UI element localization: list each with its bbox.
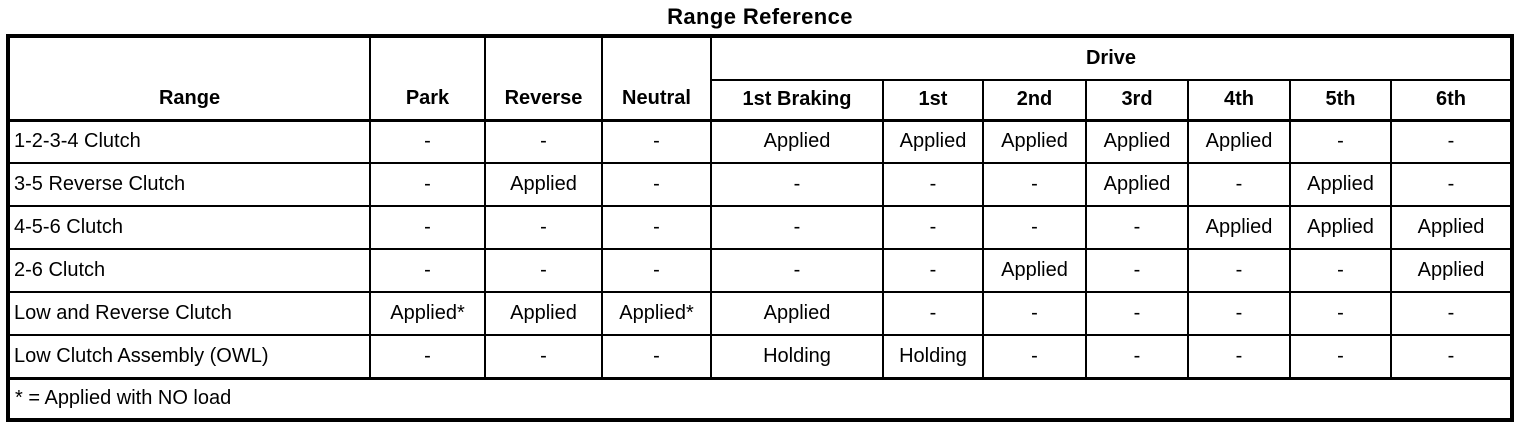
row-label: 2-6 Clutch	[7, 248, 371, 293]
table-cell: Applied	[982, 119, 1087, 164]
table-cell: -	[882, 291, 984, 336]
table-cell: Applied	[1289, 162, 1392, 207]
table-cell: -	[484, 334, 603, 379]
table-cell: Applied	[1390, 248, 1513, 293]
table-row: Low and Reverse Clutch Applied* Applied …	[7, 291, 1513, 336]
table-cell: -	[982, 162, 1087, 207]
table-cell: -	[601, 205, 712, 250]
table-cell: Applied*	[369, 291, 486, 336]
table-cell: Applied	[882, 119, 984, 164]
table-cell: Applied	[1187, 205, 1291, 250]
table-row: 4-5-6 Clutch - - - - - - - Applied Appli…	[7, 205, 1513, 250]
table-cell: Applied	[1390, 205, 1513, 250]
table-cell: -	[601, 248, 712, 293]
table-cell: -	[369, 162, 486, 207]
table-cell: -	[601, 119, 712, 164]
table-cell: -	[1187, 291, 1291, 336]
table-cell: -	[484, 119, 603, 164]
table-cell: -	[369, 205, 486, 250]
col-header-4th: 4th	[1187, 79, 1291, 122]
header-group-row: Range Park Reverse Neutral Drive	[7, 35, 1513, 122]
col-header-reverse: Reverse	[484, 35, 603, 122]
table-cell: Applied	[1085, 162, 1189, 207]
table-cell: Holding	[882, 334, 984, 379]
table-cell: -	[1187, 334, 1291, 379]
table-cell: -	[1085, 291, 1189, 336]
table-cell: -	[1085, 248, 1189, 293]
table-cell: -	[882, 205, 984, 250]
footnote: * = Applied with NO load	[7, 376, 1513, 421]
table-cell: -	[710, 162, 884, 207]
table-cell: -	[1390, 334, 1513, 379]
table-cell: -	[601, 334, 712, 379]
row-label: 4-5-6 Clutch	[7, 205, 371, 250]
table-cell: -	[1085, 334, 1189, 379]
table-cell: -	[369, 334, 486, 379]
table-cell: -	[1289, 291, 1392, 336]
table-cell: -	[369, 119, 486, 164]
table-row: Low Clutch Assembly (OWL) - - - Holding …	[7, 334, 1513, 379]
row-label: Low and Reverse Clutch	[7, 291, 371, 336]
row-label: 3-5 Reverse Clutch	[7, 162, 371, 207]
col-header-1st-braking: 1st Braking	[710, 79, 884, 122]
header-sub-row: 1st Braking 1st 2nd 3rd 4th 5th 6th	[8, 79, 1513, 122]
table-cell: -	[1390, 291, 1513, 336]
table-cell: -	[982, 291, 1087, 336]
table-cell: -	[1289, 334, 1392, 379]
table-cell: -	[1289, 119, 1392, 164]
table-cell: Holding	[710, 334, 884, 379]
table-cell: Applied	[710, 119, 884, 164]
table-cell: -	[710, 205, 884, 250]
table-header: Range Park Reverse Neutral Drive 1st Bra…	[7, 35, 1513, 122]
table-cell: Applied	[484, 162, 603, 207]
col-header-5th: 5th	[1289, 79, 1392, 122]
col-header-6th: 6th	[1390, 79, 1513, 122]
table-cell: -	[882, 162, 984, 207]
col-header-3rd: 3rd	[1085, 79, 1189, 122]
table-cell: Applied	[710, 291, 884, 336]
table-cell: -	[1390, 119, 1513, 164]
table-cell: Applied	[982, 248, 1087, 293]
row-label: Low Clutch Assembly (OWL)	[7, 334, 371, 379]
table-cell: -	[1390, 162, 1513, 207]
table-cell: -	[1187, 162, 1291, 207]
table-cell: Applied	[1289, 205, 1392, 250]
col-header-1st: 1st	[882, 79, 984, 122]
col-header-park: Park	[369, 35, 486, 122]
table-cell: -	[710, 248, 884, 293]
table-cell: Applied*	[601, 291, 712, 336]
footnote-row: * = Applied with NO load	[7, 376, 1513, 421]
table-cell: -	[1187, 248, 1291, 293]
table-row: 1-2-3-4 Clutch - - - Applied Applied App…	[7, 119, 1513, 164]
table-body: 1-2-3-4 Clutch - - - Applied Applied App…	[7, 119, 1513, 421]
table-cell: -	[1289, 248, 1392, 293]
col-header-2nd: 2nd	[982, 79, 1087, 122]
table-cell: -	[369, 248, 486, 293]
table-cell: Applied	[1085, 119, 1189, 164]
table-title: Range Reference	[667, 4, 853, 29]
table-cell: -	[484, 205, 603, 250]
table-cell: Applied	[1187, 119, 1291, 164]
table-cell: -	[484, 248, 603, 293]
table-cell: Applied	[484, 291, 603, 336]
table-cell: -	[1085, 205, 1189, 250]
range-reference-table: Range Park Reverse Neutral Drive 1st Bra…	[6, 34, 1514, 422]
table-cell: -	[982, 334, 1087, 379]
col-group-header-drive: Drive	[710, 35, 1513, 81]
table-cell: -	[982, 205, 1087, 250]
table-cell: -	[882, 248, 984, 293]
table-cell: -	[601, 162, 712, 207]
table-row: 2-6 Clutch - - - - - Applied - - - Appli…	[7, 248, 1513, 293]
row-label: 1-2-3-4 Clutch	[7, 119, 371, 164]
col-header-range: Range	[7, 35, 371, 122]
col-header-neutral: Neutral	[601, 35, 712, 122]
table-row: 3-5 Reverse Clutch - Applied - - - - App…	[7, 162, 1513, 207]
